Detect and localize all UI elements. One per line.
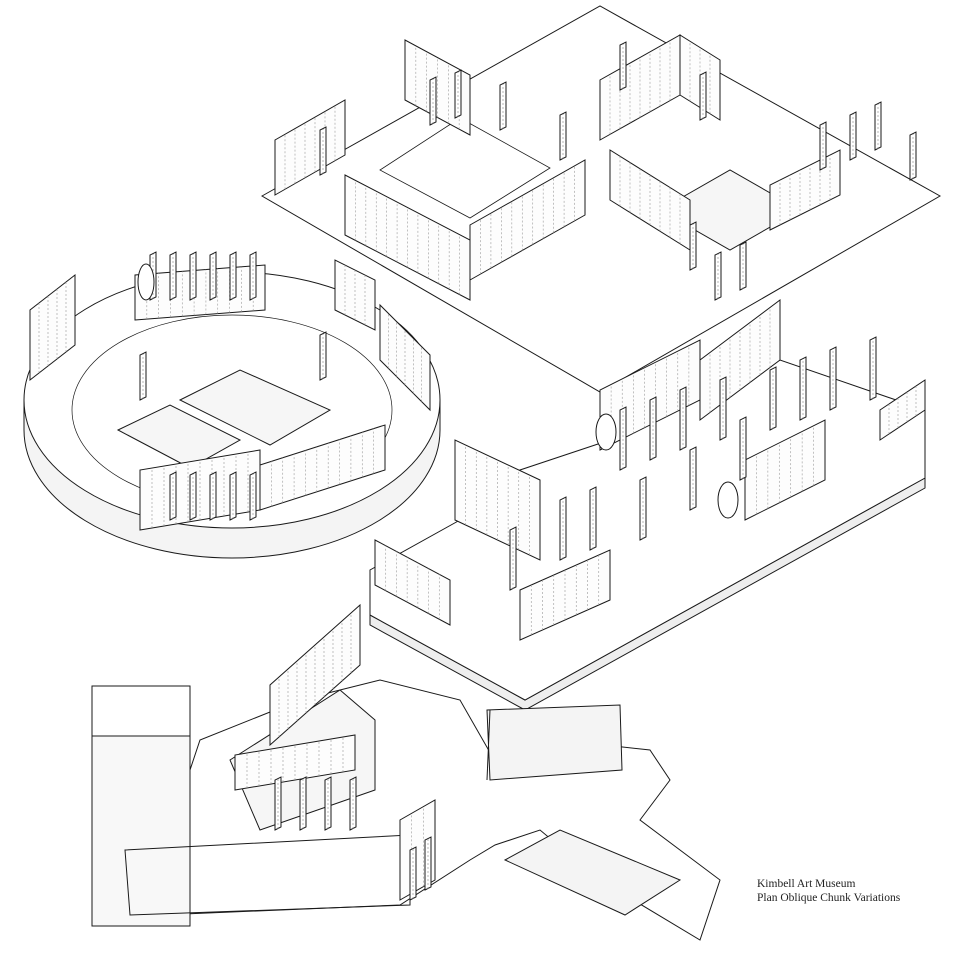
- pillar: [499, 81, 507, 131]
- pillar: [229, 251, 237, 301]
- vault-wall: [486, 709, 491, 781]
- pillar: [559, 111, 567, 161]
- chunk-irregular: [91, 603, 721, 941]
- pillar: [739, 241, 747, 291]
- circular-gallery-2: [116, 404, 242, 469]
- pillar: [689, 446, 697, 511]
- vault-wall: [469, 159, 586, 281]
- pillar: [819, 121, 827, 171]
- pillar: [849, 111, 857, 161]
- caption: Kimbell Art Museum Plan Oblique Chunk Va…: [757, 877, 900, 905]
- circular-central-gallery: [178, 369, 332, 446]
- pillar: [649, 396, 657, 461]
- pillar: [619, 406, 627, 471]
- chunk-rectangular: [369, 299, 926, 711]
- pillar: [829, 346, 837, 411]
- pillar: [209, 471, 217, 521]
- pillar: [169, 471, 177, 521]
- vault-wall: [879, 379, 926, 441]
- pillar: [559, 496, 567, 561]
- vault-wall: [744, 419, 826, 521]
- portico: [503, 829, 682, 916]
- chunk-circular: [23, 251, 441, 559]
- oculus-ornament: [137, 263, 155, 301]
- pillar: [229, 471, 237, 521]
- chunk-square-courtyard: [260, 5, 942, 393]
- pillar: [619, 41, 627, 91]
- vault-wall: [769, 149, 841, 231]
- pillar: [169, 251, 177, 301]
- pillar: [189, 471, 197, 521]
- pillar: [639, 476, 647, 541]
- caption-title: Kimbell Art Museum: [757, 878, 856, 890]
- pillar: [319, 331, 327, 381]
- pillar: [874, 101, 882, 151]
- pillar: [509, 526, 517, 591]
- pillar: [249, 251, 257, 301]
- pillar: [739, 416, 747, 481]
- pillar: [699, 71, 707, 121]
- pillar: [689, 221, 697, 271]
- pillar: [679, 386, 687, 451]
- pillar: [139, 351, 147, 401]
- pillar: [869, 336, 877, 401]
- vault-wall: [259, 424, 386, 511]
- pillar: [189, 251, 197, 301]
- caption-subtitle: Plan Oblique Chunk Variations: [757, 892, 901, 904]
- long-vault: [124, 834, 411, 916]
- oculus-ornament: [595, 413, 617, 451]
- pillar: [719, 376, 727, 441]
- pillar: [249, 471, 257, 521]
- pillar: [589, 486, 597, 551]
- pillar: [909, 131, 917, 181]
- oculus-ornament: [717, 481, 739, 519]
- pillar: [454, 69, 462, 119]
- vault-wall: [29, 273, 76, 382]
- pillar: [714, 251, 722, 301]
- courtyard-skylight: [379, 117, 551, 219]
- pillar: [799, 356, 807, 421]
- pillar: [209, 251, 217, 301]
- pillar: [769, 366, 777, 431]
- east-wall: [486, 704, 623, 781]
- vault-wall: [374, 539, 451, 626]
- pillar: [429, 76, 437, 126]
- pillar: [319, 126, 327, 176]
